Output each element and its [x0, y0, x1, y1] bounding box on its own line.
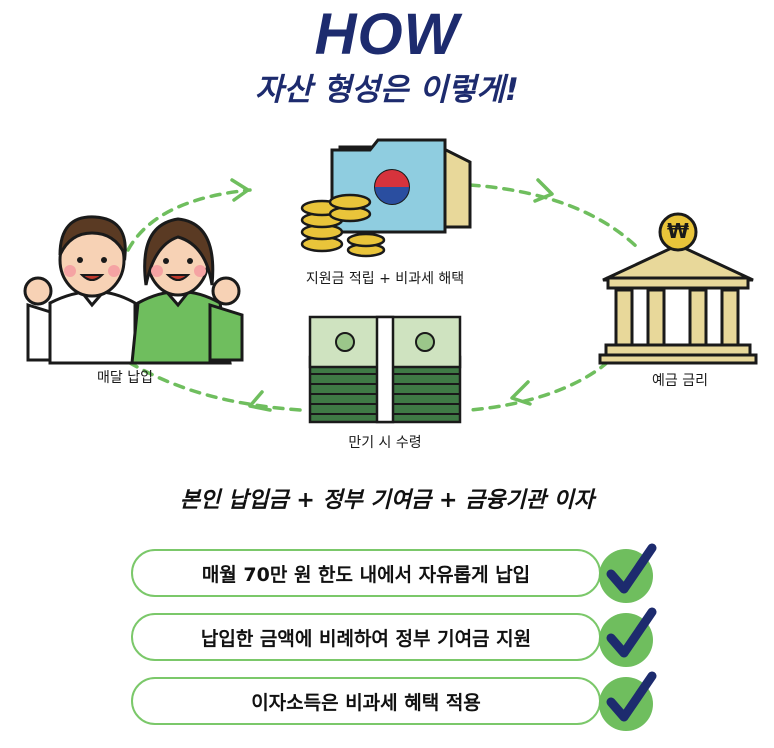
bank-illustration: [598, 212, 758, 365]
support-label: 지원금 적립 + 비과세 해택: [305, 271, 465, 287]
government-folder-illustration: [300, 138, 472, 258]
formula-heading: 본인 납입금 + 정부 기여금 + 금융기관 이자: [179, 488, 595, 513]
benefit-item: 납입한 금액에 비례하여 정부 기여금 지원: [131, 613, 601, 661]
benefit-text: 매월 70만 원 한도 내에서 자유롭게 납입: [201, 563, 531, 586]
interest-label: 예금 금리: [652, 373, 708, 389]
benefit-item: 이자소득은 비과세 혜택 적용: [131, 677, 601, 725]
benefit-text: 납입한 금액에 비례하여 정부 기여금 지원: [200, 627, 532, 650]
maturity-label: 만기 시 수령: [348, 435, 422, 451]
check-icon: [599, 543, 657, 603]
benefit-item: 매월 70만 원 한도 내에서 자유롭게 납입: [131, 549, 601, 597]
people-illustration: [23, 215, 244, 365]
benefit-text: 이자소득은 비과세 혜택 적용: [251, 691, 481, 714]
monthly-payment-label: 매달 납입: [97, 370, 153, 386]
page-subtitle: 자산 형성은 이렇게!: [255, 72, 519, 108]
check-icon: [599, 607, 657, 667]
how-title: HOW: [314, 2, 460, 67]
check-icon: [599, 671, 657, 731]
won-coin-icon: ₩: [666, 219, 690, 243]
money-stack-illustration: [308, 315, 462, 424]
